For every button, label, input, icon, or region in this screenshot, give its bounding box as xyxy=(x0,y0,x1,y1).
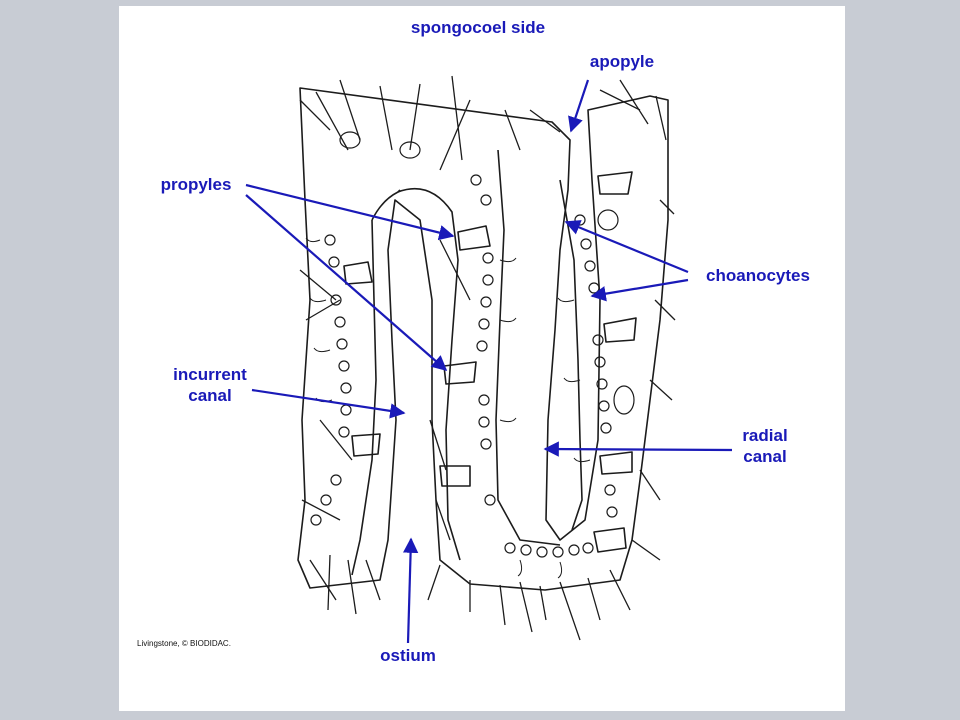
label-ostium: ostium xyxy=(380,646,436,665)
flagella xyxy=(305,237,591,579)
image-credit: Livingstone, © BIODIDAC. xyxy=(137,639,231,648)
incurrent-canal-inner-right xyxy=(397,188,461,561)
sponge-wall-illustration xyxy=(297,75,676,641)
labels: spongocoel side apopyle propyles choanoc… xyxy=(161,18,810,665)
label-radial-line1: radial xyxy=(742,426,787,445)
leader-arrows xyxy=(245,79,733,644)
radial-canal-inner-left xyxy=(495,149,561,546)
radial-canal-inner-right xyxy=(559,179,583,531)
arrow-propyles-upper xyxy=(245,183,455,241)
arrow-ostium xyxy=(402,537,419,644)
label-incurrent-line1: incurrent xyxy=(173,365,247,384)
label-choanocytes: choanocytes xyxy=(706,266,810,285)
left-canal-cells xyxy=(310,234,352,526)
arrow-propyles-lower xyxy=(245,194,448,372)
label-spongocoel-side: spongocoel side xyxy=(411,18,545,37)
incurrent-canal-left-border xyxy=(371,189,401,221)
nuclei xyxy=(339,131,635,415)
arrow-choanocytes-upper xyxy=(564,220,689,274)
arrow-radial-canal xyxy=(543,441,733,457)
slide-background xyxy=(119,6,845,711)
bottom-canal-cells xyxy=(504,542,594,558)
incurrent-canal-inner-left xyxy=(351,219,377,576)
label-incurrent-line2: canal xyxy=(188,386,231,405)
arrow-apopyle xyxy=(568,79,590,133)
choanocyte-rows xyxy=(310,174,618,558)
middle-canal-cells xyxy=(470,174,496,506)
label-propyles: propyles xyxy=(161,175,232,194)
label-radial-line2: canal xyxy=(743,447,786,466)
label-apopyle: apopyle xyxy=(590,52,654,71)
outer-wall-outline xyxy=(297,87,669,591)
arrow-incurrent-canal xyxy=(251,388,406,419)
arrow-choanocytes-lower xyxy=(590,278,689,302)
propyle-openings xyxy=(343,171,637,553)
